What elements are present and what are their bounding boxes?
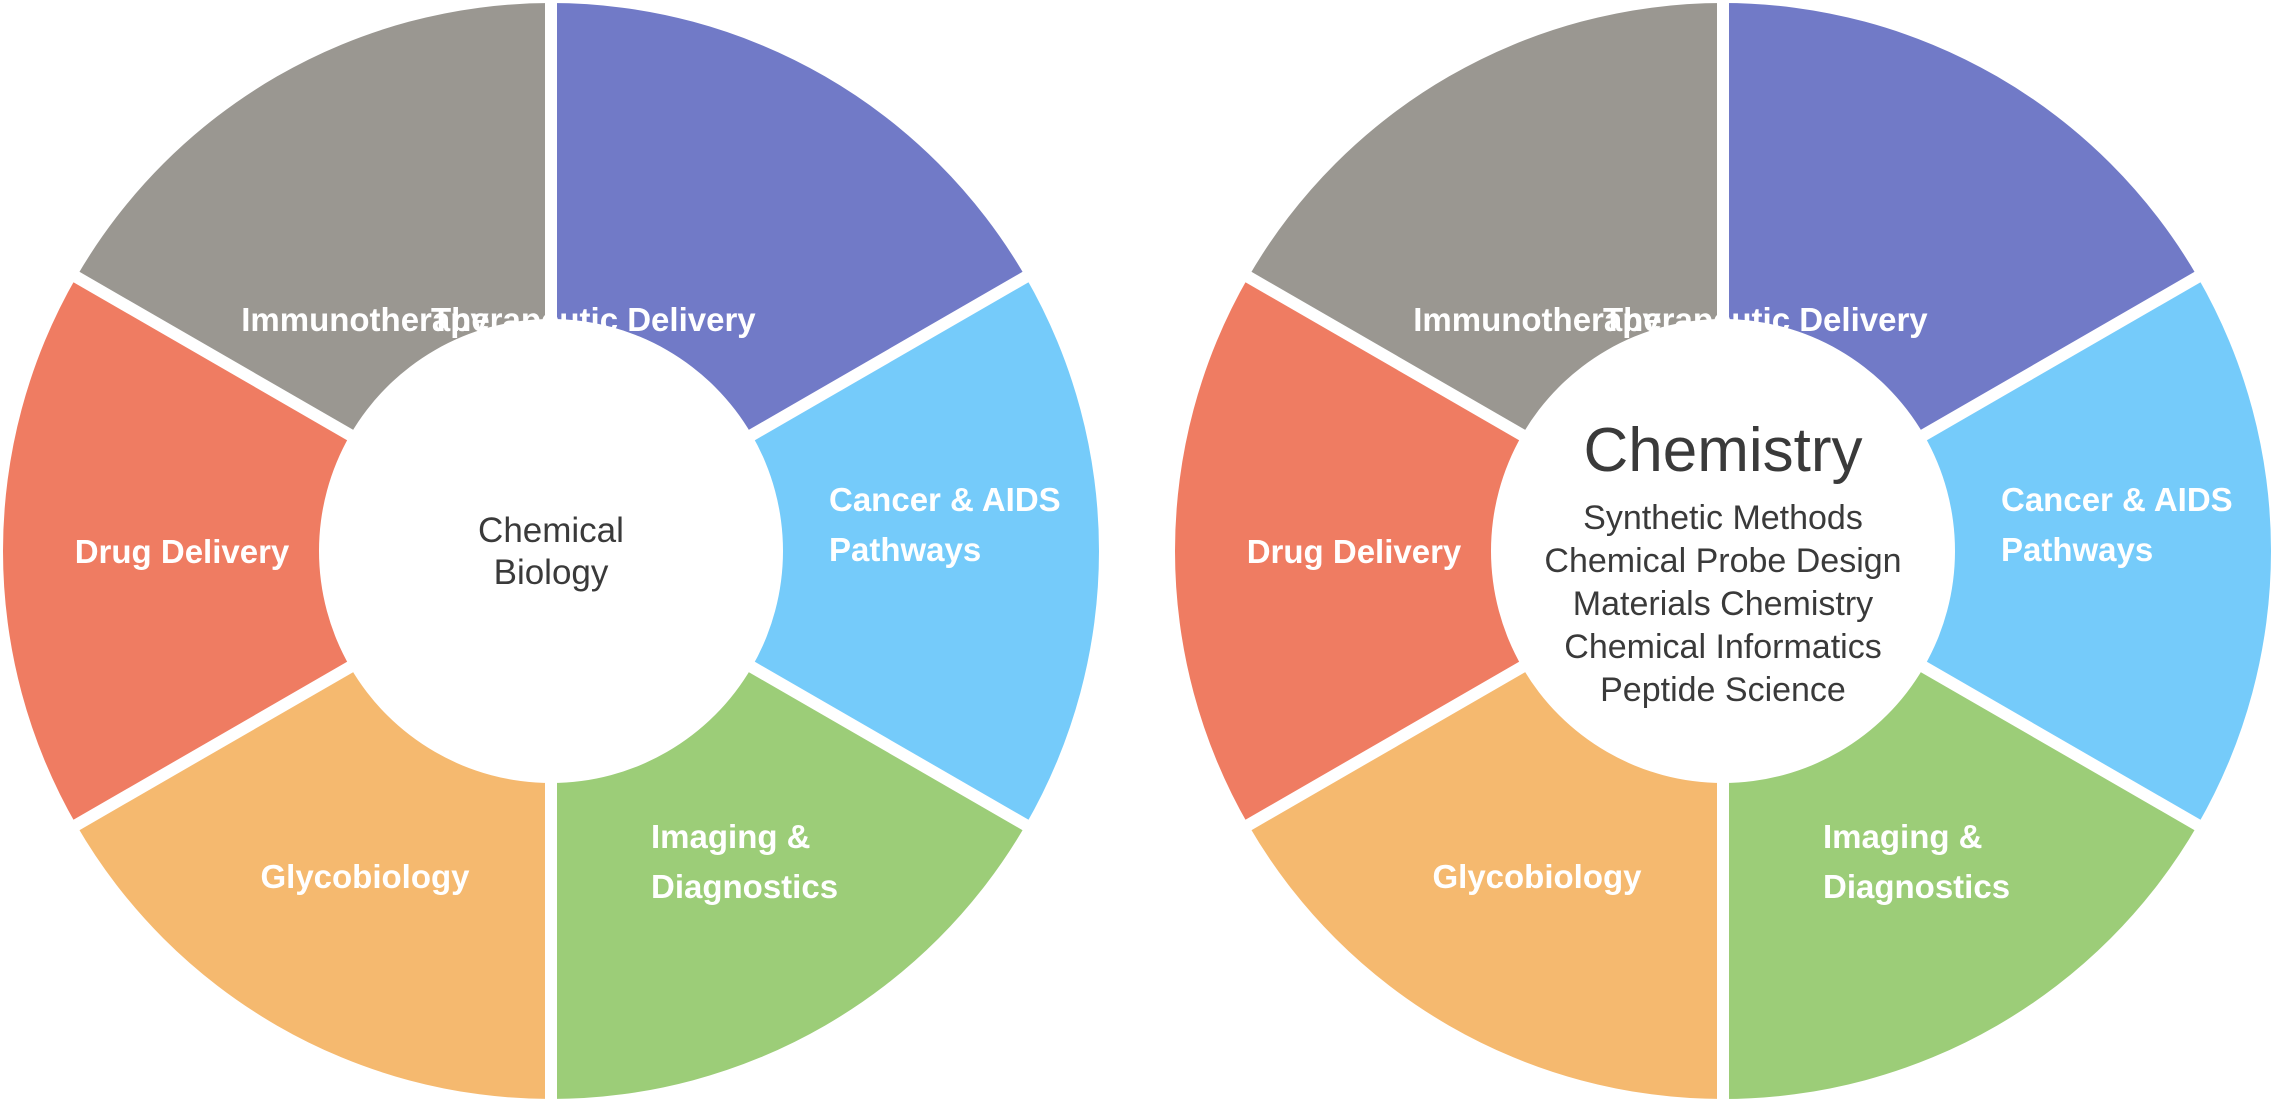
center-disc [1493, 321, 1953, 781]
segment-cancer-aids [1923, 277, 2272, 825]
segment-divider [745, 269, 1033, 443]
segment-label-drug-delivery: Drug Delivery [75, 533, 290, 570]
center-title: Chemistry [1583, 416, 1862, 485]
segment-label-glycobiology: Glycobiology [1432, 858, 1642, 895]
segment-label-glycobiology: Glycobiology [260, 858, 470, 895]
segment-drug-delivery [1175, 277, 1523, 825]
segment-divider [1241, 659, 1529, 833]
segment-label-drug-delivery: Drug Delivery [1247, 533, 1462, 570]
segment-immunotherapy [1248, 3, 1723, 435]
segment-imaging [551, 667, 1026, 1099]
center-item: Materials Chemistry [1573, 585, 1873, 623]
center-disc [321, 321, 781, 781]
segment-label-imaging: Imaging &Diagnostics [651, 818, 838, 905]
center-item: Chemical Probe Design [1544, 542, 1901, 580]
segment-divider [69, 659, 357, 833]
center-item: Synthetic Methods [1583, 499, 1863, 537]
segment-therapeutic-delivery [1723, 3, 2198, 435]
segment-divider [69, 269, 357, 443]
center-label: Biology [494, 553, 609, 592]
center-item: Chemical Informatics [1564, 628, 1881, 666]
segment-glycobiology [1248, 667, 1723, 1099]
segment-divider [1917, 269, 2205, 443]
segment-divider [1917, 659, 2205, 833]
segment-label-imaging: Imaging &Diagnostics [1823, 818, 2010, 905]
segment-label-immunotherapy: Immunotherapy [1413, 301, 1661, 338]
segment-drug-delivery [2, 277, 351, 825]
segment-divider [745, 659, 1033, 833]
segment-divider [1241, 269, 1529, 443]
segment-therapeutic-delivery [551, 3, 1026, 435]
segment-label-immunotherapy: Immunotherapy [241, 301, 489, 338]
segment-label-therapeutic-delivery: Therapeutic Delivery [431, 301, 756, 338]
center-item: Peptide Science [1600, 671, 1846, 709]
segment-immunotherapy [76, 3, 551, 435]
segment-label-therapeutic-delivery: Therapeutic Delivery [1603, 301, 1928, 338]
center-label: Chemical [478, 511, 624, 550]
segment-glycobiology [76, 667, 551, 1099]
segment-imaging [1723, 667, 2198, 1099]
segment-cancer-aids [751, 277, 1099, 825]
